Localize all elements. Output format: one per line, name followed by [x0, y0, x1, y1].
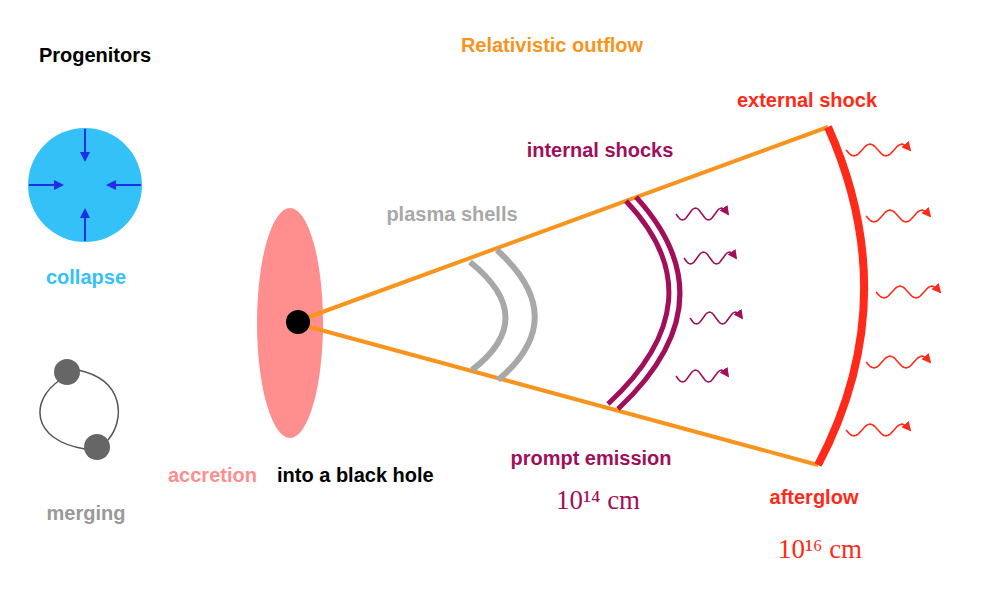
region-label: prompt emission	[510, 446, 671, 470]
emission-wave	[846, 144, 910, 156]
jet-edge	[306, 326, 818, 465]
radius-value: 10¹⁴ cm	[556, 484, 640, 516]
section-heading: Progenitors	[39, 43, 151, 67]
region-label: internal shocks	[527, 138, 674, 162]
emission-wave	[876, 286, 940, 298]
radius-value: 10¹⁶ cm	[778, 533, 862, 565]
emission-wave	[676, 370, 728, 382]
accretion-label: into a black hole	[277, 463, 434, 487]
internal-shocks	[608, 197, 680, 409]
region-label: afterglow	[770, 485, 859, 509]
merging-binary	[40, 359, 118, 460]
external-shock	[818, 127, 864, 465]
progenitor-label: merging	[47, 501, 126, 525]
jet-edge	[306, 127, 828, 318]
region-label: external shock	[737, 88, 877, 112]
emission-wave	[676, 208, 728, 220]
outflow-title: Relativistic outflow	[461, 33, 643, 57]
emission-wave	[690, 312, 742, 324]
emission-wave	[684, 252, 736, 264]
collapse-star	[28, 128, 142, 242]
emission-wave	[866, 356, 930, 368]
emission-wave	[866, 210, 930, 222]
progenitor-label: collapse	[46, 265, 126, 289]
region-label: plasma shells	[386, 202, 517, 226]
black-hole	[286, 310, 310, 334]
accretion-disk	[257, 208, 323, 438]
plasma-shells	[470, 250, 535, 380]
accretion-label: accretion	[168, 463, 257, 487]
emission-wave	[846, 424, 910, 436]
